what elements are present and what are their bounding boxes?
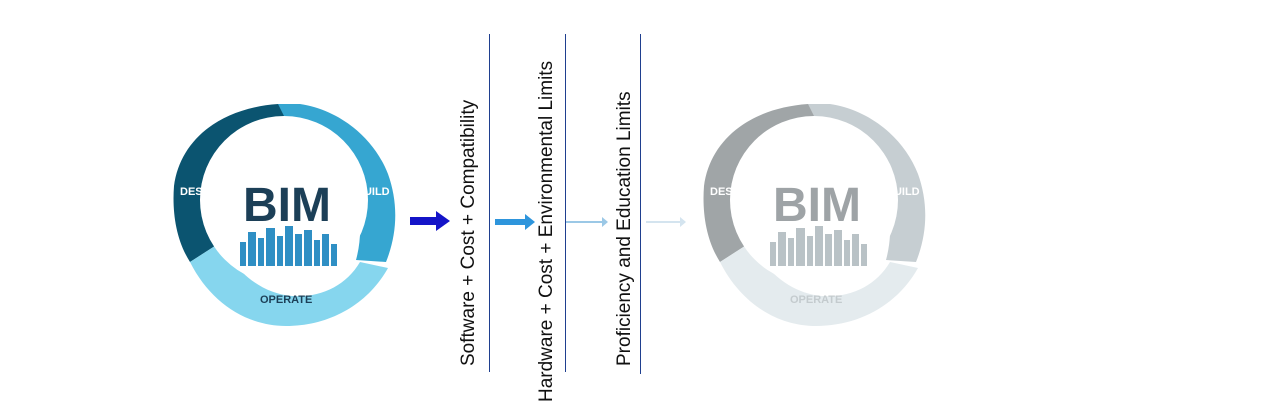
divider-line-1 [489,34,490,372]
stage-design: DESIGN [710,186,753,198]
arrow-2 [495,214,537,230]
arrow-3 [566,216,610,228]
bim-cycle-left-graphic [173,104,396,326]
operate-arc [720,244,918,326]
bim-center-text: BIM [773,179,861,232]
arrow-4 [646,216,690,228]
stage-operate: OPERATE [790,294,843,306]
bim-cycle-right: BIM DESIGN BUILD OPERATE [690,0,940,404]
city-skyline [770,226,867,266]
stage-operate: OPERATE [260,294,313,306]
divider-line-2 [565,34,566,372]
bim-center-text: BIM [243,179,331,232]
stage-design: DESIGN [180,186,223,198]
stage-build: BUILD [886,186,920,198]
limit-label-proficiency: Proficiency and Education Limits [614,91,635,366]
stage-build: BUILD [356,186,390,198]
bim-cycle-left: BIM DESIGN BUILD OPERATE [160,0,410,404]
city-skyline [240,226,337,266]
arrow-1 [410,210,452,232]
limit-label-software: Software + Cost + Compatibility [458,99,479,366]
operate-arc [190,244,388,326]
bim-cycle-right-graphic [703,104,926,326]
divider-line-3 [640,34,641,374]
limit-label-hardware: Hardware + Cost + Environmental Limits [536,60,557,402]
